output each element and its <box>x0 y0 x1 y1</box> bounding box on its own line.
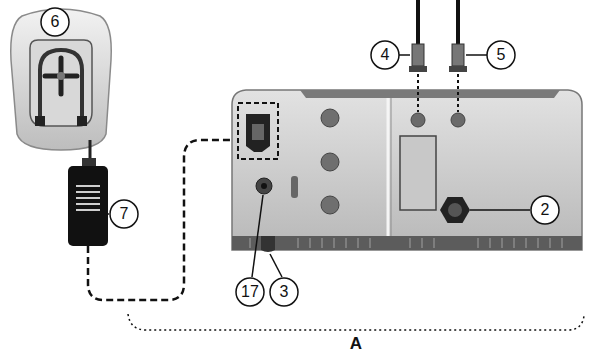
mains-cable <box>88 140 238 300</box>
power-adapter <box>68 158 108 246</box>
callout-number: 2 <box>541 202 550 218</box>
leader-lines <box>108 55 530 277</box>
assembly-letter: A <box>347 335 365 352</box>
callout-circles <box>41 8 559 306</box>
callout-number: 4 <box>381 47 390 63</box>
assembly-bracket <box>128 314 584 330</box>
callout-number: 17 <box>241 284 259 300</box>
callout-number: 5 <box>497 47 506 63</box>
probe-cables <box>409 0 467 112</box>
control-unit <box>232 90 582 252</box>
callout-number: 7 <box>120 206 129 222</box>
callout-number: 6 <box>51 14 60 30</box>
callout-number: 3 <box>280 284 289 300</box>
dosing-pump <box>11 9 112 150</box>
